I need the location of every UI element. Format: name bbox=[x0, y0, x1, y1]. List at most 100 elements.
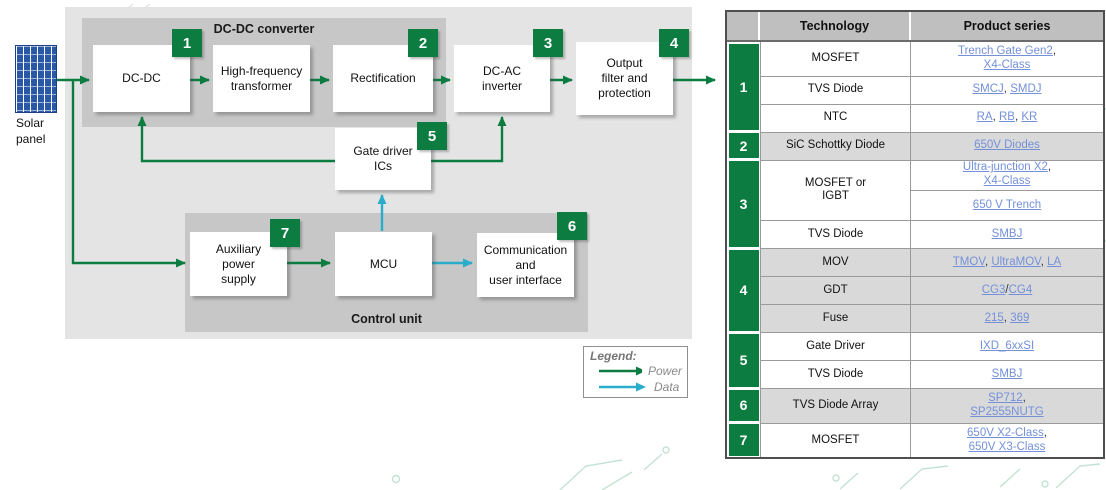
product-series-cell: CG3/CG4 bbox=[911, 277, 1103, 304]
product-series-cell: SMCJ, SMDJ bbox=[911, 77, 1103, 104]
solar-panel-icon bbox=[15, 45, 57, 113]
product-series-cell: 215, 369 bbox=[911, 305, 1103, 332]
technology-cell: NTC bbox=[761, 104, 911, 132]
product-link[interactable]: 215 bbox=[984, 311, 1004, 324]
data-arrow-icon bbox=[599, 382, 646, 392]
header-technology: Technology bbox=[760, 12, 911, 40]
product-series-cell: RA, RB, KR bbox=[911, 105, 1103, 132]
separator: , bbox=[1014, 111, 1022, 124]
technology-cell: Gate Driver bbox=[761, 333, 911, 361]
product-series-cell: Trench Gate Gen2, X4-Class bbox=[911, 42, 1103, 76]
block-mcu: MCU bbox=[335, 232, 432, 296]
product-series-cell: 650V X2-Class,650V X3-Class bbox=[911, 424, 1103, 458]
product-series-cell: 650 V Trench bbox=[911, 189, 1103, 220]
technology-cell: TVS Diode bbox=[761, 76, 911, 104]
product-link[interactable]: 650V X2-Class bbox=[967, 426, 1044, 439]
group-number-cell: 1 bbox=[728, 43, 759, 131]
group-number-cell: 6 bbox=[728, 389, 759, 422]
separator: , bbox=[1047, 161, 1052, 174]
header-corner-cell bbox=[727, 12, 760, 40]
product-link[interactable]: CG3 bbox=[981, 283, 1006, 296]
separator: , bbox=[1003, 311, 1011, 324]
product-link[interactable]: X4-Class bbox=[983, 175, 1031, 188]
badge-5: 5 bbox=[417, 122, 447, 150]
group-rows: TVS Diode Array SP712,SP2555NUTG bbox=[760, 388, 1103, 423]
separator: , bbox=[1003, 83, 1011, 96]
group-number-cell: 4 bbox=[728, 249, 759, 331]
product-link[interactable]: SMDJ bbox=[1010, 83, 1042, 96]
product-link[interactable]: X4-Class bbox=[983, 58, 1031, 71]
product-link[interactable]: RA bbox=[976, 111, 993, 124]
badge-2: 2 bbox=[408, 29, 438, 57]
table-row: TVS Diode SMBJ bbox=[761, 220, 1103, 249]
product-series-cell: SMBJ bbox=[911, 361, 1103, 388]
legend: Legend: Power Data bbox=[583, 346, 688, 398]
table-header: Technology Product series bbox=[727, 12, 1103, 42]
badge-6: 6 bbox=[557, 212, 587, 240]
separator: , bbox=[1022, 392, 1026, 405]
block-communication: Communication and user interface bbox=[477, 233, 574, 297]
product-series-cell: TMOV, UltraMOV, LA bbox=[911, 249, 1103, 276]
legend-power-label: Power bbox=[647, 364, 682, 378]
technology-cell: MOSFET bbox=[761, 423, 911, 458]
group-number-cell: 7 bbox=[728, 424, 759, 456]
product-link[interactable]: TMOV bbox=[952, 255, 985, 268]
product-link[interactable]: SMCJ bbox=[972, 83, 1004, 96]
group-number-cell: 3 bbox=[728, 161, 759, 247]
technology-cell: TVS Diode Array bbox=[761, 389, 911, 423]
product-link[interactable]: RB bbox=[999, 111, 1015, 124]
group-number-cell: 5 bbox=[728, 333, 759, 387]
legend-title: Legend: bbox=[590, 349, 637, 363]
legend-data-label: Data bbox=[654, 380, 680, 394]
dcdc-converter-title: DC-DC converter bbox=[213, 22, 315, 36]
group-number-cell: 2 bbox=[728, 133, 759, 159]
control-unit-title: Control unit bbox=[351, 312, 422, 326]
product-link[interactable]: 650V X3-Class bbox=[968, 440, 1046, 453]
technology-cell: TVS Diode bbox=[761, 361, 911, 389]
product-link[interactable]: IXD_6xxSI bbox=[979, 339, 1035, 352]
product-link[interactable]: SMBJ bbox=[991, 367, 1023, 380]
table-row: MOSFET Trench Gate Gen2, X4-Class bbox=[761, 42, 1103, 76]
product-series-cell: 650V Diodes bbox=[911, 133, 1103, 160]
technology-cell: TVS Diode bbox=[761, 221, 911, 249]
product-link[interactable]: 369 bbox=[1010, 311, 1030, 324]
product-link[interactable]: UltraMOV bbox=[991, 255, 1041, 268]
separator: , bbox=[1043, 426, 1047, 439]
product-link[interactable]: CG4 bbox=[1008, 283, 1033, 296]
table-row: Gate Driver IXD_6xxSI bbox=[761, 333, 1103, 361]
product-link[interactable]: Trench Gate Gen2 bbox=[957, 45, 1053, 57]
badge-1: 1 bbox=[172, 29, 202, 57]
legend-item-data: Data bbox=[590, 379, 682, 395]
separator: , bbox=[1040, 255, 1048, 268]
product-link[interactable]: 650 V Trench bbox=[972, 198, 1042, 211]
product-link[interactable]: SP712 bbox=[988, 392, 1023, 405]
product-stack: Ultra-junction X2, X4-Class 650 V Trench bbox=[911, 161, 1103, 221]
table-row: TVS Diode SMBJ bbox=[761, 360, 1103, 389]
power-arrow-icon bbox=[599, 366, 642, 376]
separator: , bbox=[1052, 45, 1057, 57]
product-link[interactable]: KR bbox=[1021, 111, 1038, 124]
technology-cell: Fuse bbox=[761, 305, 911, 333]
product-link[interactable]: SP2555NUTG bbox=[970, 405, 1044, 418]
product-series-cell: Ultra-junction X2, X4-Class bbox=[911, 161, 1103, 190]
product-link[interactable]: LA bbox=[1047, 255, 1062, 268]
block-hf-transformer: High-frequency transformer bbox=[213, 45, 310, 112]
technology-cell: MOSFET bbox=[761, 42, 911, 76]
legend-item-power: Power bbox=[590, 363, 682, 379]
product-link[interactable]: 650V Diodes bbox=[974, 139, 1040, 152]
product-link[interactable]: SMBJ bbox=[991, 227, 1023, 240]
product-link[interactable]: Ultra-junction X2 bbox=[962, 161, 1048, 174]
